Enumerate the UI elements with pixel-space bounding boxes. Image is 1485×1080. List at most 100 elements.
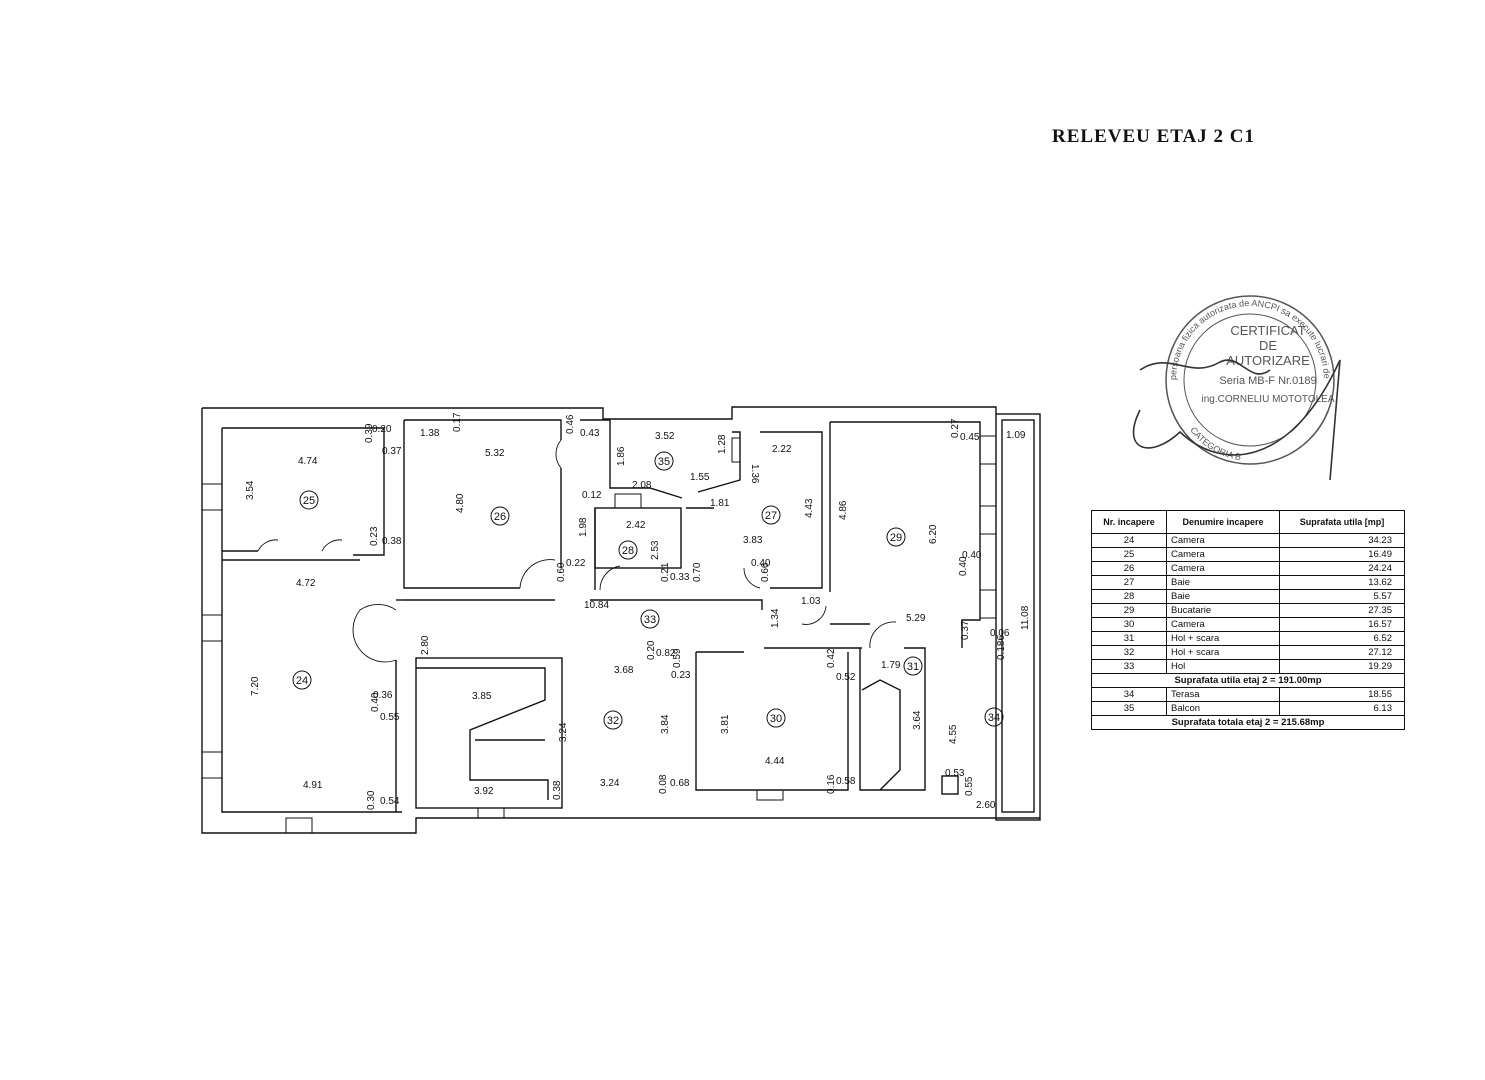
dim: 1.03 [801, 596, 821, 607]
svg-text:31: 31 [907, 661, 919, 673]
dim: 2.08 [632, 480, 652, 491]
dim: 0.39 [364, 423, 375, 443]
room-marker-27: 27 [761, 505, 781, 525]
room-marker-24: 24 [292, 670, 312, 690]
room-number-cell: 35 [1091, 701, 1167, 716]
dim: 3.54 [245, 480, 256, 500]
room-name-cell: Hol + scara [1166, 645, 1280, 660]
svg-text:25: 25 [303, 495, 315, 507]
dim: 1.36 [749, 464, 760, 484]
svg-text:32: 32 [607, 715, 619, 727]
dim: 4.55 [948, 724, 959, 744]
room-area-cell: 24.24 [1279, 561, 1405, 576]
dim: 4.44 [765, 756, 785, 767]
room-marker-33: 33 [640, 609, 660, 629]
subtotal-row: Suprafata utila etaj 2 = 191.00mp [1091, 673, 1405, 688]
dim: 4.86 [838, 500, 849, 520]
svg-text:persoana fizica autorizata de: persoana fizica autorizata de ANCPI sa e… [0, 0, 1332, 381]
room-area-cell: 27.12 [1279, 645, 1405, 660]
dim: 0.17 [452, 412, 463, 432]
dim: 1.55 [690, 472, 710, 483]
dim: 3.68 [614, 665, 634, 676]
dim: 0.06 [990, 628, 1010, 639]
table-header-row: Nr. incapere Denumire incapere Suprafata… [1091, 510, 1405, 534]
dimension-labels: 4.74 3.54 0.20 0.39 0.37 5.32 1.38 0.17 … [245, 412, 1031, 811]
walls [201, 406, 1041, 834]
dim: 0.70 [692, 562, 703, 582]
room-number-cell: 25 [1091, 547, 1167, 562]
svg-text:29: 29 [890, 532, 902, 544]
room-marker-35: 35 [654, 451, 674, 471]
room-name-cell: Baie [1166, 589, 1280, 604]
dim: 3.92 [474, 786, 494, 797]
col-header-name: Denumire incapere [1166, 510, 1280, 534]
dim: 4.43 [804, 498, 815, 518]
dim: 2.42 [626, 520, 646, 531]
dim: 0.58 [836, 776, 856, 787]
room-area-cell: 6.13 [1279, 701, 1405, 716]
dim: 0.40 [370, 692, 381, 712]
dim: 1.34 [770, 608, 781, 628]
room-number-cell: 33 [1091, 659, 1167, 674]
room-area-cell: 6.52 [1279, 631, 1405, 646]
room-area-cell: 18.55 [1279, 687, 1405, 702]
dim: 0.23 [369, 526, 380, 546]
dim: 2.53 [650, 540, 661, 560]
room-area-cell: 34.23 [1279, 533, 1405, 548]
dim: 4.72 [296, 578, 316, 589]
room-marker-30: 30 [766, 708, 786, 728]
total-row-label: Suprafata totala etaj 2 = 215.68mp [1091, 715, 1405, 730]
dim: 0.52 [836, 672, 856, 683]
dim: 3.24 [600, 778, 620, 789]
dim: 5.29 [906, 613, 926, 624]
svg-text:ing.CORNELIU MOTOTOLEA: ing.CORNELIU MOTOTOLEA [1202, 394, 1335, 405]
dim: 7.20 [250, 676, 261, 696]
svg-text:CERTIFICAT: CERTIFICAT [1230, 323, 1305, 338]
dim: 1.28 [717, 434, 728, 454]
dim: 5.32 [485, 448, 505, 459]
signature [1139, 359, 1271, 375]
dim: 0.30 [366, 790, 377, 810]
dim: 2.60 [976, 800, 996, 811]
dim: 3.64 [912, 710, 923, 730]
dim: 0.33 [670, 572, 690, 583]
dim: 1.79 [881, 660, 901, 671]
svg-text:DE: DE [1259, 338, 1277, 353]
dim: 11.08 [1020, 605, 1031, 630]
room-number-cell: 28 [1091, 589, 1167, 604]
dim: 0.27 [950, 418, 961, 438]
dim: 0.82 [656, 648, 676, 659]
room-area-cell: 5.57 [1279, 589, 1405, 604]
dim: 3.52 [655, 431, 675, 442]
dim: 0.22 [566, 558, 586, 569]
dim: 0.68 [670, 778, 690, 789]
dim: 0.38 [382, 536, 402, 547]
room-marker-26: 26 [490, 506, 510, 526]
dim: 0.08 [658, 774, 669, 794]
room-number-cell: 26 [1091, 561, 1167, 576]
dim: 2.80 [420, 635, 431, 655]
room-marker-29: 29 [886, 527, 906, 547]
dim: 0.23 [671, 670, 691, 681]
dim: 3.83 [743, 535, 763, 546]
svg-text:AUTORIZARE: AUTORIZARE [1226, 353, 1310, 368]
dim: 0.55 [380, 712, 400, 723]
dim: 2.22 [772, 444, 792, 455]
dim: 4.80 [455, 493, 466, 513]
dim: 1.38 [420, 428, 440, 439]
col-header-number: Nr. incapere [1091, 510, 1167, 534]
room-marker-34: 34 [984, 707, 1004, 727]
dim: 0.45 [960, 432, 980, 443]
room-area-cell: 19.29 [1279, 659, 1405, 674]
dim: 0.59 [672, 648, 683, 668]
